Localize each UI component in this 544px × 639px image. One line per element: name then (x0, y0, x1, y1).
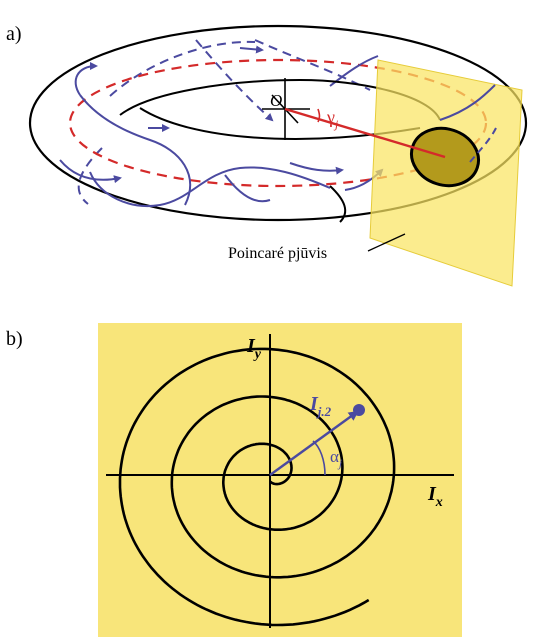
trajectory-front-arc-4 (59, 159, 122, 184)
phase-spiral (118, 347, 396, 627)
radius-line (284, 107, 446, 159)
panel-a: a) (6, 23, 528, 287)
ix-axis-label: Ix (427, 483, 443, 510)
trajectory-front-arc-5 (224, 174, 271, 203)
origin-label: O (270, 91, 282, 110)
trajectory-front-arc-3 (74, 62, 98, 96)
trajectory-front-arc-8 (329, 55, 379, 87)
trajectory-through-plane (439, 84, 496, 121)
torus-tube-contour (329, 185, 347, 223)
trajectory-front-arc-1 (89, 166, 331, 207)
gamma-angle-arc (317, 108, 321, 123)
vector-endpoint-dot (353, 404, 365, 416)
trajectory-back-arc-1 (109, 40, 256, 97)
trajectory-arrow-top (239, 45, 264, 54)
iy-axis-label: Iy (246, 335, 262, 362)
alpha-angle-arc (312, 440, 326, 476)
trajectory-through-plane-dashed (469, 127, 497, 163)
trajectory-front-arc-6 (289, 162, 344, 175)
vector-label: Ij.2 (309, 393, 332, 419)
panel-a-label: a) (6, 23, 22, 45)
torus-inner-lower (139, 107, 421, 140)
panel-b: b) Iy Ix Ij.2 αj (6, 323, 462, 637)
gamma-label: γj (326, 107, 339, 131)
vector-ij2 (269, 410, 359, 476)
alpha-label: αj (330, 447, 343, 470)
panel-b-label: b) (6, 328, 23, 350)
poincare-section-caption: Poincaré pjūvis (228, 245, 327, 262)
panel-b-background (98, 323, 462, 637)
caption-leader-line (367, 233, 406, 252)
trajectory-back-arc-2 (195, 39, 274, 122)
trajectory-front-arc-2 (79, 94, 191, 206)
